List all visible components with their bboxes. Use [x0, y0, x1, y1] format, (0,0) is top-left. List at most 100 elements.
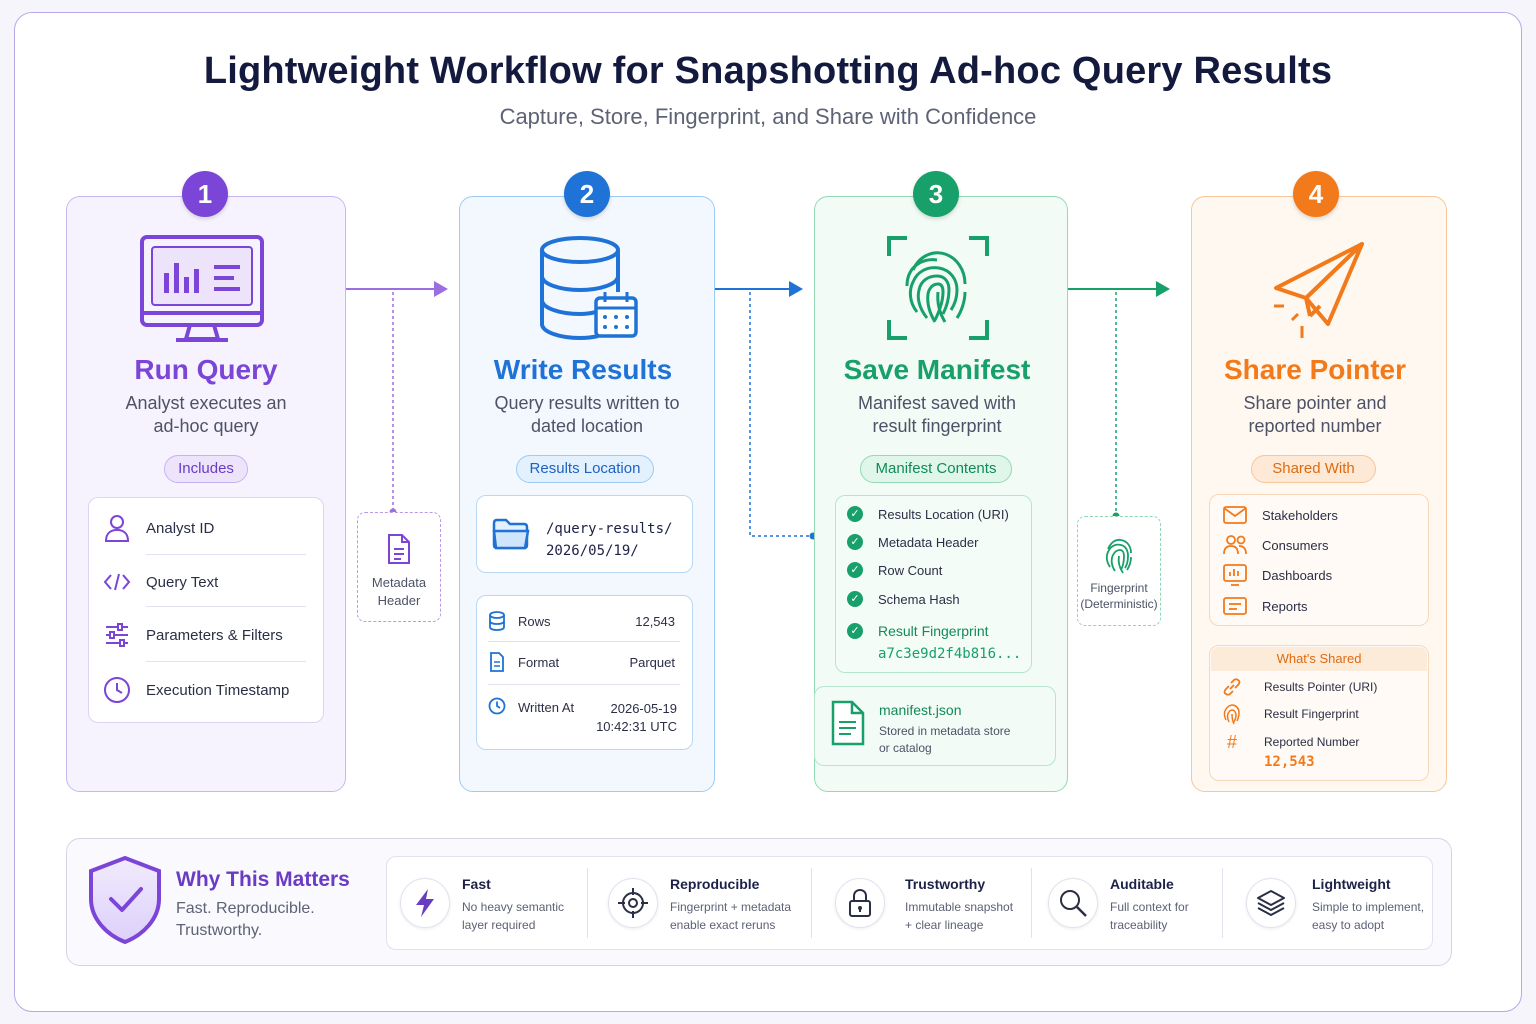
- whats-shared-item: # Reported Number: [1220, 732, 1359, 752]
- stat-format-value: Parquet: [629, 655, 675, 670]
- page-subtitle: Capture, Store, Fingerprint, and Share w…: [499, 104, 1037, 129]
- target-icon: [608, 878, 658, 928]
- check-icon: ✓: [847, 562, 863, 578]
- results-dotted-line: [749, 292, 812, 537]
- step-4-pill: Shared With: [1251, 455, 1376, 483]
- whats-shared-item: Results Pointer (URI): [1220, 677, 1377, 697]
- fingerprint-note: Fingerprint (Deterministic): [1077, 516, 1161, 626]
- step-3-desc: Manifest saved with result fingerprint: [857, 393, 1017, 436]
- folder-icon: [492, 518, 530, 550]
- stat-format-label: Format: [518, 655, 560, 670]
- manifest-file-desc: Stored in metadata store or catalog: [879, 724, 1011, 755]
- separator: [488, 641, 680, 642]
- sliders-icon: [102, 620, 132, 650]
- dashboard-icon: [1220, 560, 1250, 590]
- monitor-chart-icon: [140, 235, 264, 342]
- check-icon: ✓: [847, 506, 863, 522]
- check-icon: ✓: [847, 591, 863, 607]
- shared-with-item: Stakeholders: [1220, 500, 1338, 530]
- separator: [1222, 868, 1223, 938]
- fingerprint-scan-icon: [887, 236, 989, 340]
- separator: [146, 606, 306, 607]
- whats-shared-item: Result Fingerprint: [1220, 704, 1359, 725]
- step-2-pill: Results Location: [516, 455, 654, 483]
- separator: [146, 554, 306, 555]
- step-3-title: Save Manifest: [843, 354, 1031, 385]
- stat-written-value: 2026-05-19 10:42:31 UTC: [596, 701, 677, 734]
- feature-lightweight: Lightweight Simple to implement,easy to …: [1246, 856, 1426, 950]
- link-icon: [1220, 677, 1244, 697]
- code-icon: [102, 567, 132, 597]
- manifest-item-fingerprint: ✓ Result Fingerprint: [847, 623, 989, 639]
- stat-rows-label: Rows: [518, 614, 551, 629]
- database-small-icon: [489, 611, 505, 631]
- users-icon: [1220, 530, 1250, 560]
- separator: [146, 661, 306, 662]
- layers-icon: [1246, 878, 1296, 928]
- clock-small-icon: [488, 697, 506, 715]
- separator: [811, 868, 812, 938]
- step-1-title: Run Query: [134, 354, 278, 385]
- paper-plane-icon: [1274, 242, 1364, 338]
- manifest-contents-box: [835, 495, 1032, 673]
- feature-trustworthy: Trustworthy Immutable snapshot+ clear li…: [835, 856, 1025, 950]
- separator: [587, 868, 588, 938]
- manifest-item: ✓ Metadata Header: [847, 534, 978, 550]
- shared-with-item: Dashboards: [1220, 560, 1332, 590]
- shield-check-icon: [89, 855, 161, 945]
- page-title: Lightweight Workflow for Snapshotting Ad…: [203, 50, 1333, 92]
- why-title: Why This Matters: [176, 868, 350, 891]
- fingerprint-small-icon: [1220, 704, 1244, 725]
- results-path: /query-results/ 2026/05/19/: [546, 521, 673, 559]
- step-3-pill: Manifest Contents: [860, 455, 1012, 483]
- manifest-item: ✓ Row Count: [847, 562, 942, 578]
- arrow-head-1-2: [434, 281, 448, 297]
- whats-shared-header-bg: [1211, 647, 1427, 671]
- stat-rows-value: 12,543: [635, 614, 675, 629]
- metadata-header-note: Metadata Header: [357, 512, 441, 622]
- stat-written-label: Written At: [518, 700, 575, 715]
- arrow-head-3-4: [1156, 281, 1170, 297]
- shared-with-item: Consumers: [1220, 530, 1328, 560]
- list-item-query-text: Query Text: [102, 567, 218, 597]
- check-icon: ✓: [847, 534, 863, 550]
- file-small-icon: [490, 652, 504, 672]
- manifest-file-icon: [831, 700, 865, 746]
- arrow-head-2-3: [789, 281, 803, 297]
- step-1-pill: Includes: [164, 455, 248, 483]
- manifest-item: ✓ Results Location (URI): [847, 506, 1009, 522]
- fingerprint-value: a7c3e9d2f4b816...: [878, 646, 1022, 662]
- check-icon: ✓: [847, 623, 863, 639]
- list-item-timestamp: Execution Timestamp: [102, 675, 289, 705]
- step-4-title: Share Pointer: [1223, 354, 1407, 385]
- lock-icon: [835, 878, 885, 928]
- clock-icon: [102, 675, 132, 705]
- hash-icon: #: [1226, 731, 1237, 752]
- step-2-desc: Query results written to dated location: [494, 393, 680, 436]
- database-calendar-icon: [540, 236, 638, 341]
- manifest-item: ✓ Schema Hash: [847, 591, 960, 607]
- step-2-badge: 2: [564, 171, 610, 217]
- why-desc: Fast. Reproducible. Trustworthy.: [176, 900, 315, 939]
- separator: [488, 684, 680, 685]
- step-3-badge: 3: [913, 171, 959, 217]
- fingerprint-icon: [1105, 538, 1132, 574]
- document-icon: [388, 534, 410, 564]
- step-1-badge: 1: [182, 171, 228, 217]
- lightning-icon: [400, 878, 450, 928]
- manifest-file-name: manifest.json: [879, 702, 962, 718]
- mail-icon: [1220, 500, 1250, 530]
- results-stats-box: [476, 595, 693, 750]
- whats-shared-header: What's Shared: [1276, 651, 1362, 666]
- step-1-desc: Analyst executes an ad-hoc query: [125, 393, 287, 436]
- step-4-badge: 4: [1293, 171, 1339, 217]
- reported-number-value: 12,543: [1264, 754, 1315, 770]
- list-item-analyst-id: Analyst ID: [102, 513, 214, 543]
- step-4-desc: Share pointer and reported number: [1243, 393, 1387, 436]
- step-2-title: Write Results: [493, 354, 673, 385]
- separator: [1031, 868, 1032, 938]
- shared-with-item: Reports: [1220, 591, 1308, 621]
